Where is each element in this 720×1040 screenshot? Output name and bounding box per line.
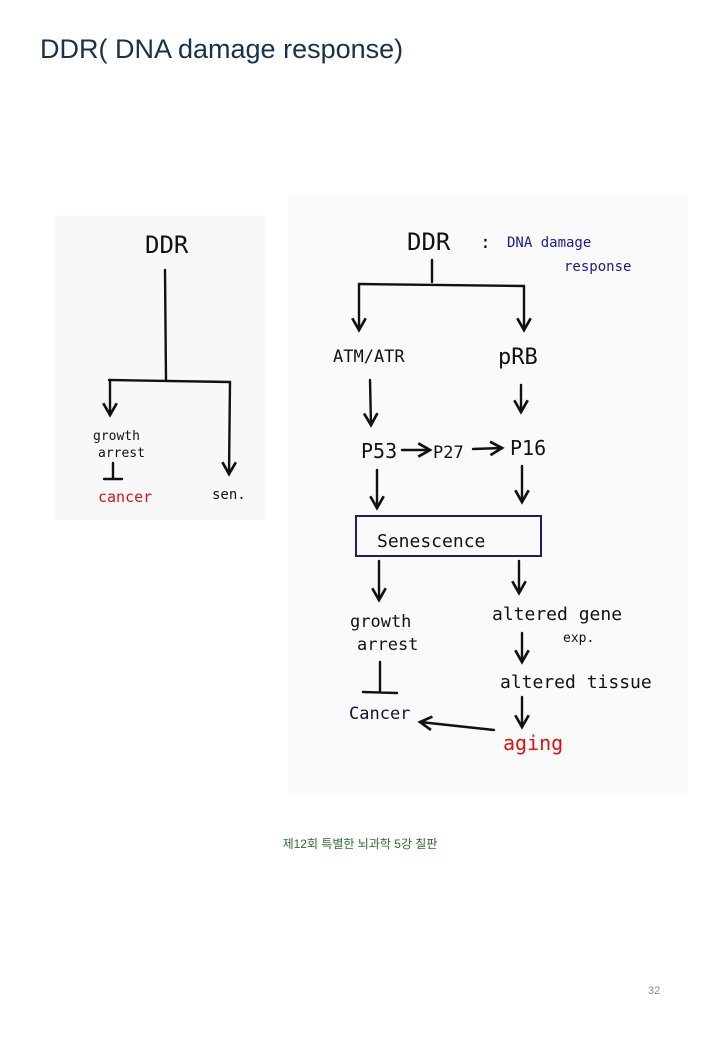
page-number: 32 [648, 985, 661, 997]
p27-node: P27 [433, 443, 464, 463]
left-branch-line [107, 378, 232, 384]
right-colon: : [480, 232, 491, 253]
inhibition-bar [361, 660, 399, 695]
altered-gene-label: altered gene [492, 604, 622, 625]
slide-title: DDR( DNA damage response) [40, 34, 404, 64]
altered-tissue-label: altered tissue [500, 672, 652, 693]
senescence-box [355, 515, 542, 557]
p16-node: P16 [510, 436, 546, 460]
right-root-ddr: DDR [407, 228, 451, 256]
p53-node: P53 [361, 439, 397, 463]
left-inhibition-bar [102, 461, 124, 481]
left-sen-label: sen. [212, 487, 246, 503]
left-growth-label: growth [93, 429, 140, 444]
altered-gene-exp-label: exp. [563, 631, 594, 646]
arrow-aging-to-cancer [417, 715, 496, 732]
prb-node: pRB [498, 345, 538, 370]
slide-caption: 제12회 특별한 뇌과학 5강 칠판 [282, 837, 438, 851]
right-diagram-background [288, 195, 688, 795]
arrow-to-p53 [362, 378, 379, 428]
arrow-p27-p16 [471, 440, 505, 457]
growth-label: growth [350, 612, 411, 632]
left-diagram: DDR growth arrest cancer sen. [55, 215, 265, 520]
left-arrest-label: arrest [98, 446, 145, 461]
definition-line2: response [564, 259, 631, 275]
left-cancer-label: cancer [98, 488, 152, 506]
left-root-line [163, 268, 168, 382]
definition-line1: DNA damage [507, 235, 591, 251]
senescence-label: Senescence [377, 531, 485, 552]
right-branch-line [357, 282, 526, 288]
left-arrow-sen [221, 380, 238, 477]
aging-label: aging [503, 731, 563, 755]
right-diagram: DDR : DNA damage response ATM/ATR pRB P5… [288, 195, 688, 795]
left-diagram-background [55, 215, 265, 520]
cancer-label: Cancer [349, 704, 410, 724]
atm-atr-node: ATM/ATR [333, 347, 405, 367]
arrest-label: arrest [357, 635, 418, 655]
left-root-ddr: DDR [145, 231, 189, 259]
